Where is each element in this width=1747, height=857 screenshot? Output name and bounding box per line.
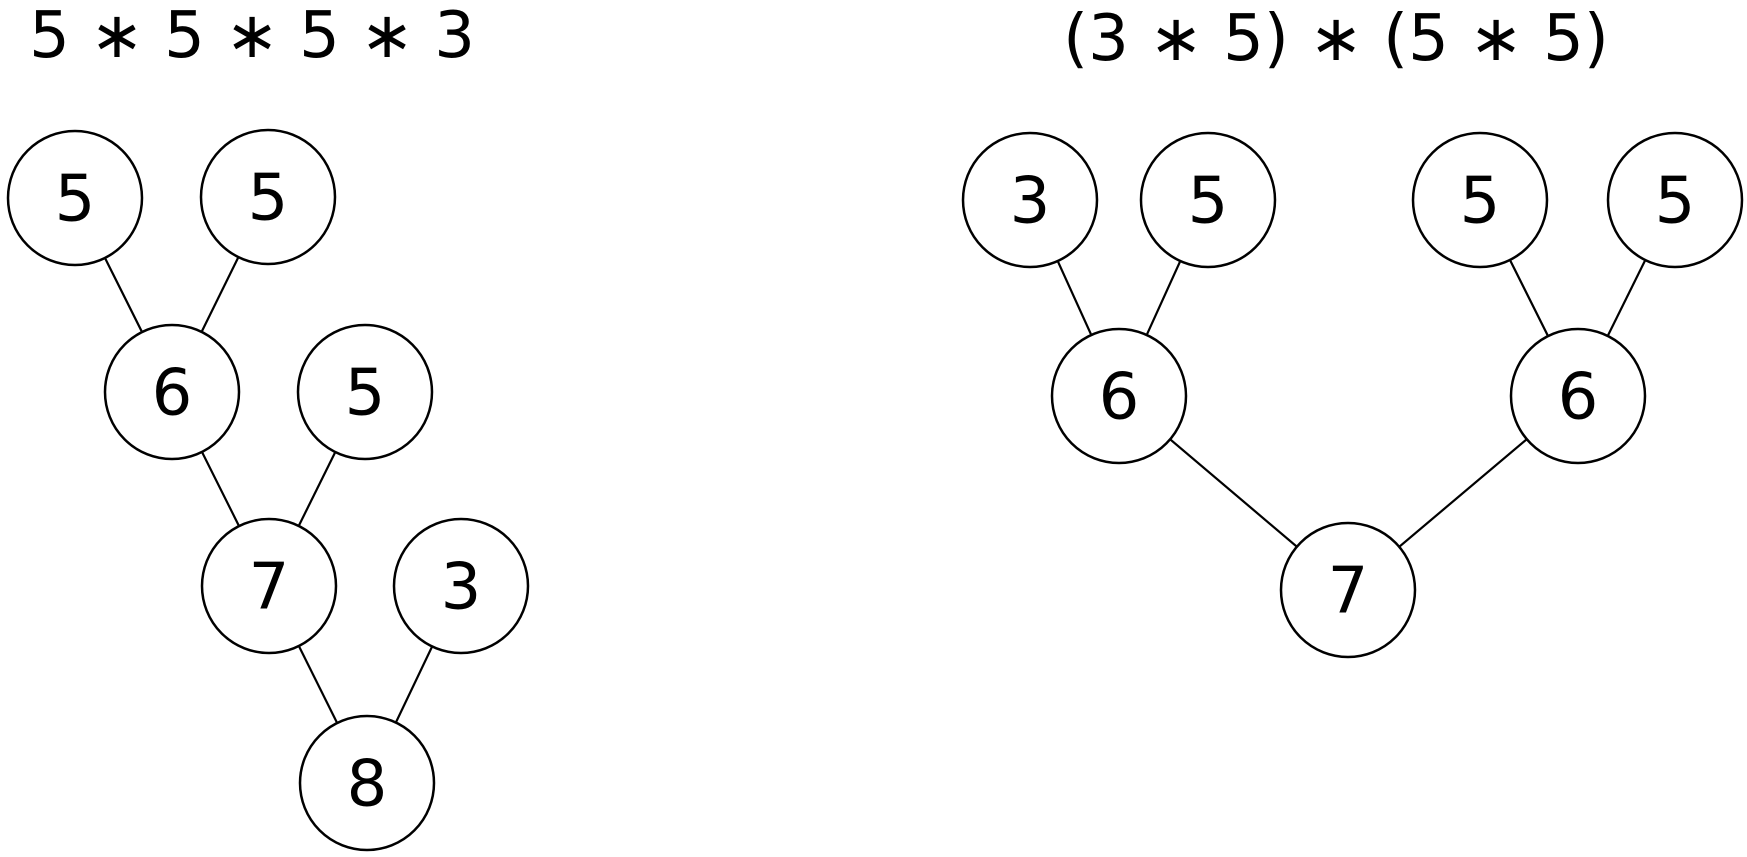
tree-node-l-leaf-3 <box>392 517 530 655</box>
tree-node-l-root-8-label: 8 <box>347 748 388 822</box>
tree-node-r-root-7-label: 7 <box>1328 555 1369 629</box>
tree-node-l-leaf-5a-label: 5 <box>55 163 96 237</box>
tree-node-r-node-6b-label: 6 <box>1558 361 1599 435</box>
tree-node-l-node-7-label: 7 <box>249 551 290 625</box>
tree-node-l-node-7 <box>200 517 338 655</box>
tree-node-l-leaf-5b <box>199 128 337 266</box>
tree-node-l-leaf-5c-label: 5 <box>345 357 386 431</box>
tree-node-r-leaf-5c-label: 5 <box>1655 165 1696 239</box>
right-tree-title: (3 ∗ 5) ∗ (5 ∗ 5) <box>1063 2 1609 76</box>
tree-node-r-leaf-5b <box>1411 131 1549 269</box>
tree-node-l-leaf-3-label: 3 <box>441 551 482 625</box>
tree-left: 5 5 6 5 7 3 8 <box>6 128 530 852</box>
tree-node-l-node-6 <box>103 323 241 461</box>
tree-node-r-leaf-5a-label: 5 <box>1188 165 1229 239</box>
tree-node-r-leaf-5c <box>1606 131 1744 269</box>
tree-node-r-node-6a-label: 6 <box>1099 361 1140 435</box>
tree-node-r-leaf-5b-label: 5 <box>1460 165 1501 239</box>
tree-right: 3 5 5 5 6 6 7 <box>961 131 1744 659</box>
tree-node-r-leaf-3 <box>961 131 1099 269</box>
tree-node-r-node-6a <box>1050 327 1188 465</box>
left-tree-title: 5 ∗ 5 ∗ 5 ∗ 3 <box>29 0 475 73</box>
tree-node-r-leaf-3-label: 3 <box>1010 165 1051 239</box>
tree-node-l-node-6-label: 6 <box>152 357 193 431</box>
tree-node-r-root-7 <box>1279 521 1417 659</box>
tree-node-r-node-6b <box>1509 327 1647 465</box>
tree-node-r-leaf-5a <box>1139 131 1277 269</box>
tree-node-l-leaf-5b-label: 5 <box>248 162 289 236</box>
tree-node-l-leaf-5a <box>6 129 144 267</box>
tree-node-l-leaf-5c <box>296 323 434 461</box>
tree-node-l-root-8 <box>298 714 436 852</box>
